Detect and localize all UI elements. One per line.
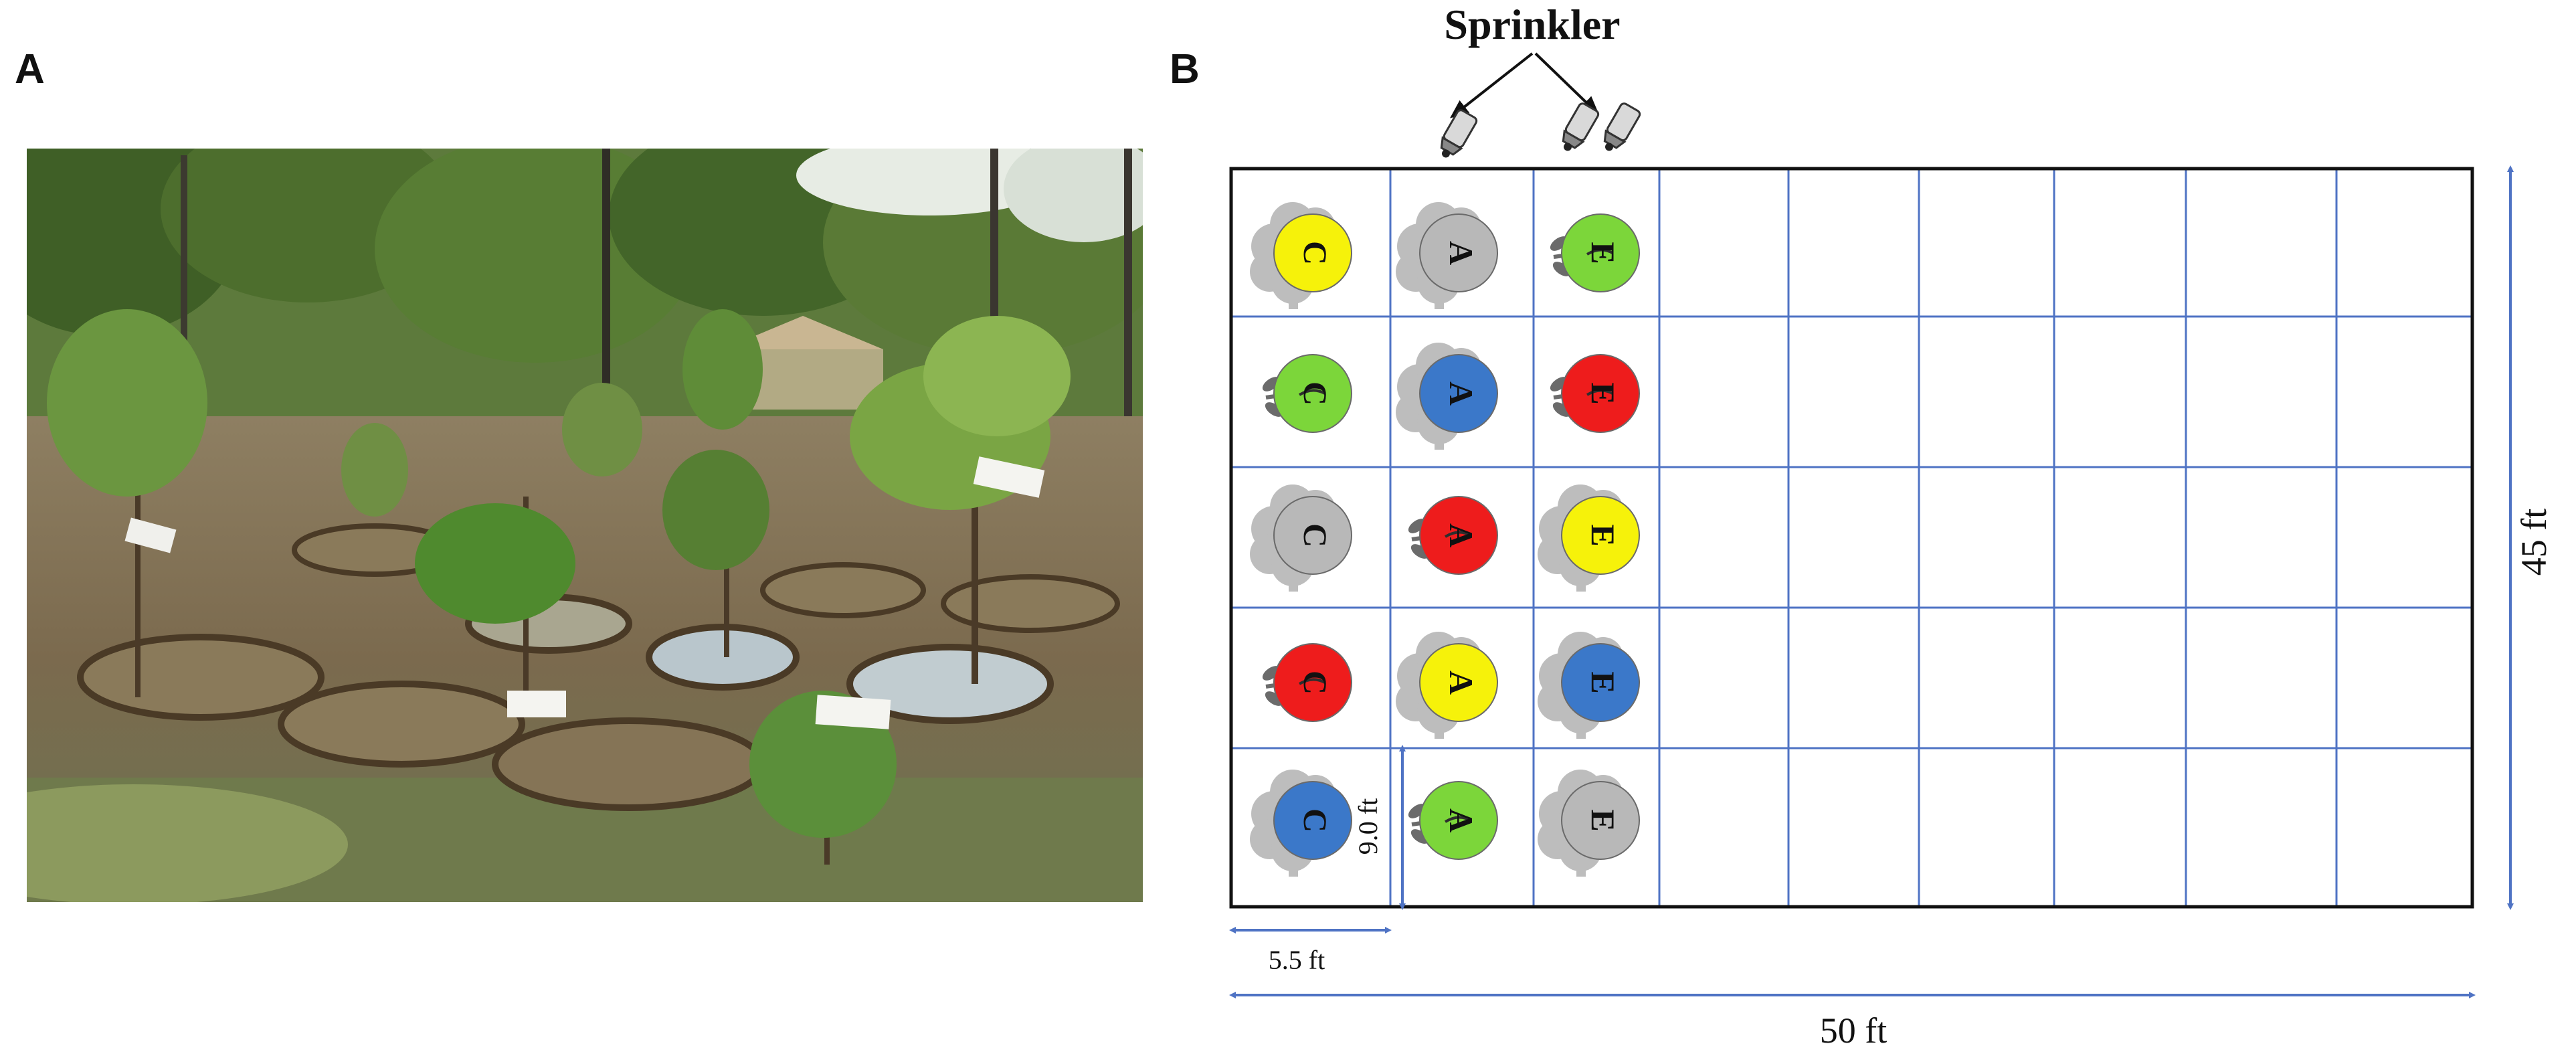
plant-circle xyxy=(1273,496,1352,575)
plant-letter: A xyxy=(1443,381,1480,406)
plant-spacing-label: 5.5 ft xyxy=(1269,945,1325,975)
plant-letter: A xyxy=(1443,241,1480,265)
plant-cell: C xyxy=(1250,202,1352,309)
sprinklers xyxy=(1440,102,1641,158)
field-layout-diagram: Sprinkler C C C C C A A A A A E E E E E 45 ft 50 ft 5.… xyxy=(1229,1,2554,1051)
plant-cell: E xyxy=(1550,354,1640,433)
plant-circle xyxy=(1561,496,1640,575)
plant-letter: C xyxy=(1297,671,1334,695)
row-spacing-label: 9.0 ft xyxy=(1353,798,1383,855)
sprinkler-icon xyxy=(1562,102,1600,151)
plant-letter: E xyxy=(1584,671,1622,693)
plant-cell: C xyxy=(1250,770,1352,877)
panel-label-a: A xyxy=(15,46,45,92)
plant-circle xyxy=(1273,354,1352,433)
plant-circle xyxy=(1561,354,1640,433)
plant-letter: E xyxy=(1584,242,1622,264)
width-dimension-label: 50 ft xyxy=(1820,1010,1888,1051)
plant-letter: A xyxy=(1443,523,1480,547)
plant-cell: E xyxy=(1538,770,1640,877)
sprinkler-arrows xyxy=(1449,52,1600,118)
plant-circle xyxy=(1419,496,1498,575)
plant-cell: E xyxy=(1550,213,1640,292)
plant-circle xyxy=(1561,213,1640,292)
plant-letter: C xyxy=(1297,381,1334,406)
plant-letter: C xyxy=(1297,523,1334,547)
plant-letter: E xyxy=(1584,524,1622,546)
plant-circle xyxy=(1419,213,1498,292)
plant-circle xyxy=(1273,213,1352,292)
plant-circle xyxy=(1419,354,1498,433)
plant-circle xyxy=(1273,781,1352,860)
plant-cell: E xyxy=(1538,484,1640,592)
plant-letter: E xyxy=(1584,382,1622,404)
sprinkler-label: Sprinkler xyxy=(1444,1,1620,48)
height-dimension-label: 45 ft xyxy=(2514,509,2554,576)
plant-positions: C C C C C A A A A A E E E E E xyxy=(1250,202,1640,877)
plant-cell: C xyxy=(1262,643,1352,722)
plant-cell: A xyxy=(1396,632,1498,739)
plant-letter: C xyxy=(1297,241,1334,265)
plant-circle xyxy=(1419,781,1498,860)
plant-circle xyxy=(1561,643,1640,722)
plant-letter: C xyxy=(1297,808,1334,832)
plant-circle xyxy=(1561,781,1640,860)
panel-label-b: B xyxy=(1170,46,1200,92)
plantation-photo xyxy=(27,149,1143,902)
plant-letter: A xyxy=(1443,671,1480,695)
sprinkler-icon xyxy=(1440,109,1478,158)
plant-cell: A xyxy=(1408,496,1498,575)
sprinkler-icon xyxy=(1603,102,1641,151)
plant-letter: E xyxy=(1584,809,1622,831)
plant-circle xyxy=(1419,643,1498,722)
plant-cell: A xyxy=(1396,202,1498,309)
plant-tags xyxy=(124,456,1045,729)
plant-cell: C xyxy=(1250,484,1352,592)
young-trees xyxy=(47,309,1071,865)
plant-circle xyxy=(1273,643,1352,722)
plant-basins xyxy=(77,523,1120,811)
plot-border xyxy=(1229,167,2474,909)
plot-grid xyxy=(1229,167,2474,909)
plant-cell: A xyxy=(1396,343,1498,450)
plant-cell: A xyxy=(1408,781,1498,860)
plant-cell: E xyxy=(1538,632,1640,739)
plant-letter: A xyxy=(1443,808,1480,832)
plant-cell: C xyxy=(1262,354,1352,433)
